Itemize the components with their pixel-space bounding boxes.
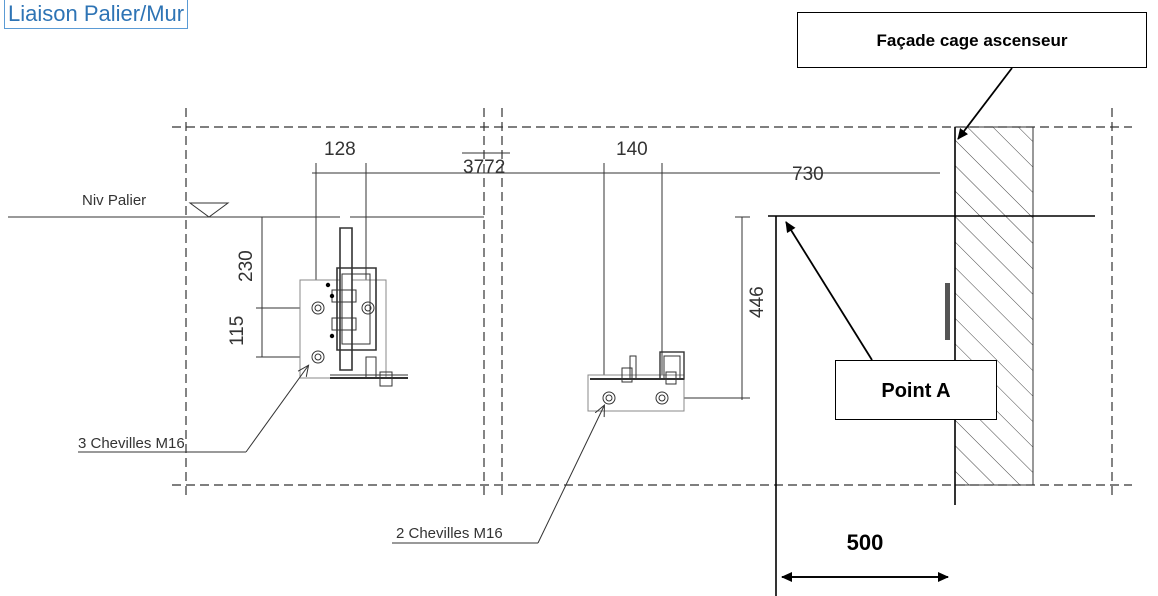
niv-palier-label: Niv Palier bbox=[82, 192, 146, 209]
dim-500: 500 bbox=[846, 530, 884, 555]
label-2-chevilles: 2 Chevilles M16 bbox=[396, 525, 503, 542]
leader-2-chevilles bbox=[392, 406, 604, 544]
right-bracket-assembly bbox=[587, 351, 685, 412]
dim-140: 140 bbox=[616, 139, 648, 160]
leader-3-chevilles bbox=[78, 366, 308, 453]
facade-wall bbox=[945, 126, 1034, 505]
left-bracket-assembly bbox=[299, 227, 408, 387]
point-a-callout: Point A bbox=[835, 360, 997, 420]
facade-callout: Façade cage ascenseur bbox=[797, 12, 1147, 68]
dim-115: 115 bbox=[227, 316, 248, 346]
top-dimension-line bbox=[312, 152, 940, 390]
dim-3772: 3772 bbox=[463, 157, 505, 178]
right-vertical-dimension bbox=[680, 216, 750, 400]
dim-230: 230 bbox=[236, 250, 257, 282]
page-title: Liaison Palier/Mur bbox=[4, 0, 189, 29]
point-a-reference bbox=[768, 215, 1095, 596]
callout-arrows bbox=[785, 67, 1013, 361]
label-3-chevilles: 3 Chevilles M16 bbox=[78, 435, 185, 452]
dim-730: 730 bbox=[792, 164, 824, 185]
left-bracket-dots bbox=[325, 282, 335, 339]
dim-446: 446 bbox=[747, 286, 768, 318]
dim-128: 128 bbox=[324, 139, 356, 160]
niv-palier-level bbox=[8, 202, 484, 218]
